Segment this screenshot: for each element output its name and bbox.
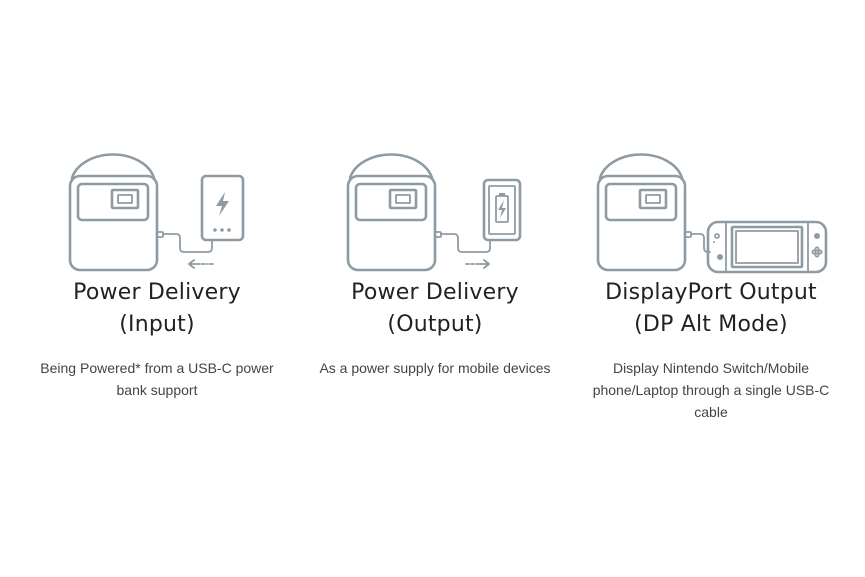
feature-title: DisplayPort Output (DP Alt Mode)	[605, 280, 817, 337]
feature-displayport-output: DisplayPort Output (DP Alt Mode) Display…	[586, 148, 836, 423]
feature-description: As a power supply for mobile devices	[319, 360, 551, 376]
feature-title: Power Delivery (Input)	[73, 280, 241, 337]
projector-to-power-bank-icon	[68, 153, 245, 272]
projector-to-phone-icon	[346, 153, 522, 272]
feature-power-delivery-output: Power Delivery (Output) As a power suppl…	[310, 148, 560, 379]
projector-to-game-console-icon	[596, 153, 828, 274]
feature-title: Power Delivery (Output)	[351, 280, 519, 337]
feature-power-delivery-input: Power Delivery (Input) Being Powered* fr…	[32, 148, 282, 401]
feature-description: Display Nintendo Switch/Mobile phone/Lap…	[592, 360, 830, 420]
feature-description: Being Powered* from a USB-C power bank s…	[40, 360, 274, 398]
